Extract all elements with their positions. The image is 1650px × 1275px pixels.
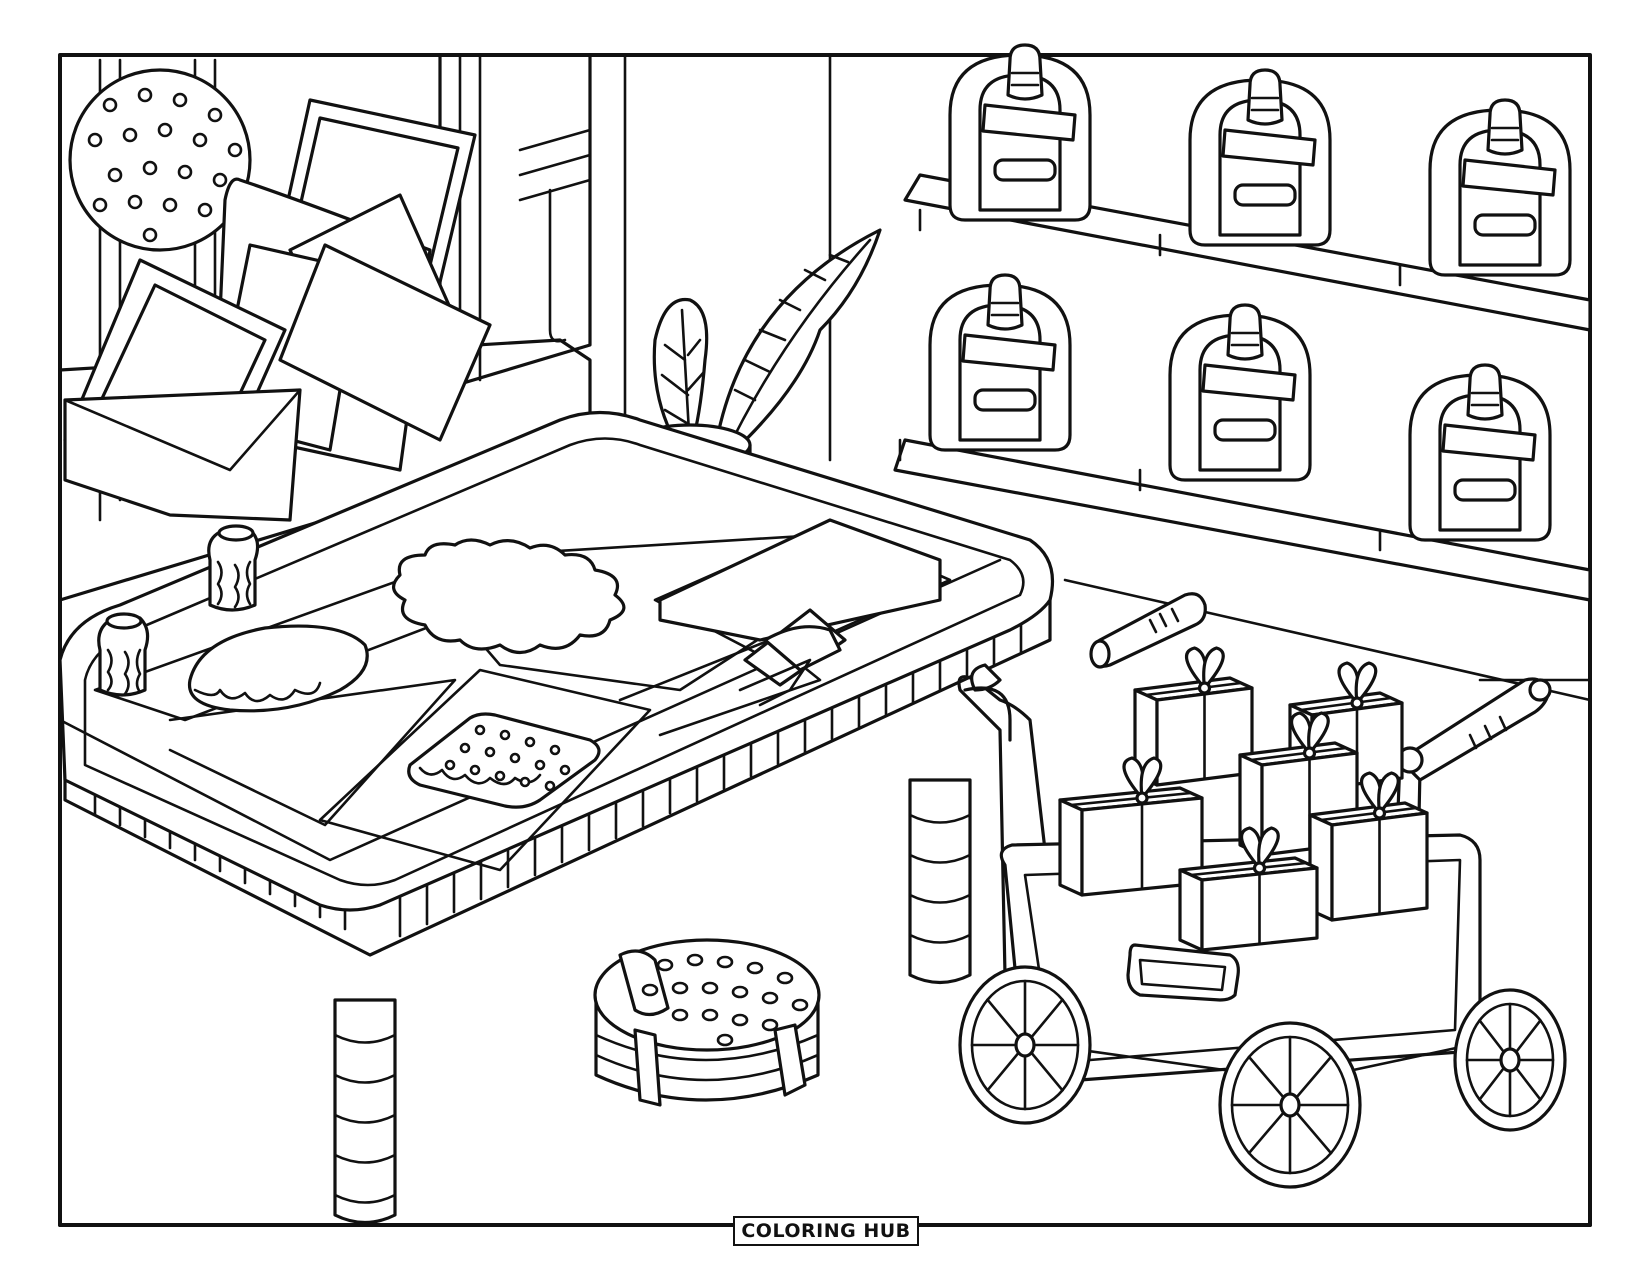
dot — [127, 194, 143, 210]
mailbox-icon — [1378, 363, 1552, 552]
dot — [137, 87, 153, 103]
ink-jar-right — [207, 524, 260, 612]
mailbox-icon — [1158, 68, 1332, 257]
mailbox-icon — [898, 273, 1072, 462]
dot — [207, 107, 223, 123]
dot — [197, 202, 213, 218]
dot — [761, 991, 779, 1005]
dot — [701, 1008, 719, 1022]
dot — [641, 983, 659, 997]
dot — [107, 167, 123, 183]
coloring-hub-logo: COLORING HUB — [733, 1216, 919, 1246]
dot — [212, 172, 228, 188]
dot — [524, 736, 536, 748]
dot — [701, 981, 719, 995]
dot — [656, 958, 674, 972]
dot — [469, 764, 481, 776]
dot — [474, 724, 486, 736]
dot — [92, 197, 108, 213]
cookie-tray — [407, 712, 601, 809]
dot — [791, 998, 809, 1012]
dot — [162, 197, 178, 213]
ink-jar-left — [97, 612, 150, 697]
dot — [761, 1018, 779, 1032]
dot — [444, 759, 456, 771]
dot — [157, 122, 173, 138]
dot — [519, 776, 531, 788]
desk — [58, 410, 1055, 1225]
dotted-drum-box — [593, 938, 821, 1107]
mailbox-icon — [918, 43, 1092, 232]
dot — [731, 1013, 749, 1027]
gift-box-icon — [1178, 826, 1319, 952]
dot — [142, 160, 158, 176]
rolled-scroll — [1089, 592, 1207, 669]
dotted-wall-sign — [68, 68, 252, 252]
dot — [142, 227, 158, 243]
mailbox-icon — [1398, 98, 1572, 287]
pie-plate — [187, 624, 369, 713]
dot — [192, 132, 208, 148]
mailbox-icon — [1138, 303, 1312, 492]
open-envelope — [658, 518, 942, 707]
dot — [731, 985, 749, 999]
dot — [716, 1033, 734, 1047]
dot — [177, 164, 193, 180]
back-wall — [623, 53, 1592, 702]
wagon-wheel — [958, 965, 1092, 1125]
quill-feather-pen — [713, 228, 882, 457]
dot — [459, 742, 471, 754]
dot — [509, 752, 521, 764]
dot — [544, 780, 556, 792]
striped-feather — [652, 297, 709, 452]
dot — [559, 764, 571, 776]
dot — [227, 142, 243, 158]
wagon-wheel — [1453, 988, 1567, 1132]
dot — [172, 92, 188, 108]
dot — [122, 127, 138, 143]
dot — [776, 971, 794, 985]
dot — [671, 981, 689, 995]
dot — [686, 953, 704, 967]
cookie-blanket — [392, 538, 626, 655]
dot — [87, 132, 103, 148]
dot — [499, 729, 511, 741]
wagon-wheel — [1218, 1021, 1362, 1189]
dot — [671, 1008, 689, 1022]
dot — [549, 744, 561, 756]
letter-stack — [63, 98, 492, 522]
dot — [746, 961, 764, 975]
dot — [494, 770, 506, 782]
dot — [102, 97, 118, 113]
dot — [534, 759, 546, 771]
dot — [716, 955, 734, 969]
dot — [484, 746, 496, 758]
